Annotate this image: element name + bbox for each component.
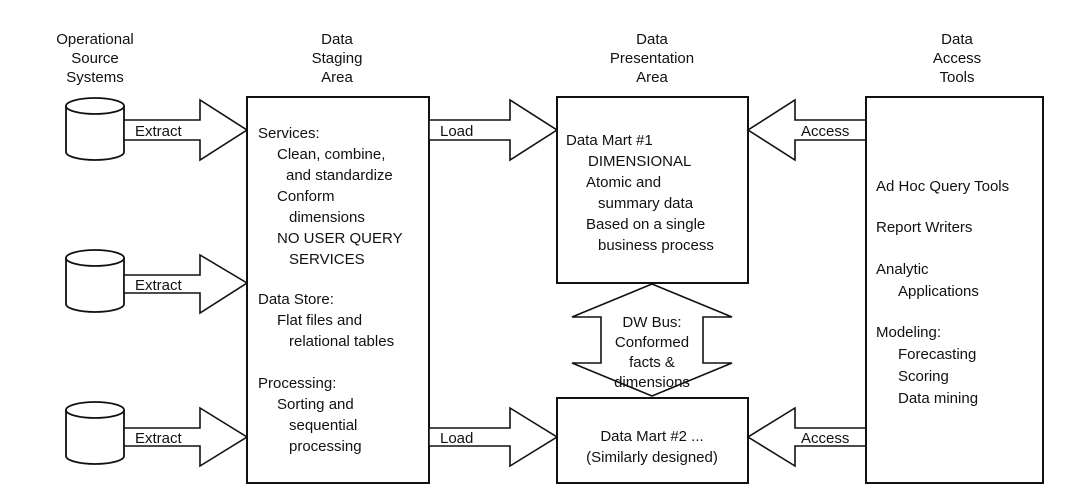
- mart1-line: Based on a single: [586, 216, 705, 233]
- staging-line: NO USER QUERY: [277, 230, 403, 247]
- staging-line: Clean, combine,: [277, 146, 385, 163]
- data-mart-1-box: [556, 96, 749, 284]
- staging-area-text: Services: Clean, combine, and standardiz…: [258, 125, 403, 455]
- staging-line: Processing:: [258, 375, 336, 392]
- bus-line: DW Bus:: [622, 314, 681, 331]
- bus-line: facts &: [629, 354, 675, 371]
- staging-line: sequential: [289, 417, 357, 434]
- bus-line: dimensions: [614, 374, 690, 391]
- access-tool-line: Modeling:: [876, 324, 941, 341]
- header-line: Data: [636, 31, 668, 48]
- header-data-staging-area: Data Staging Area: [312, 31, 363, 86]
- header-data-presentation-area: Data Presentation Area: [610, 31, 694, 86]
- load-arrow: Load: [428, 406, 559, 468]
- header-line: Presentation: [610, 50, 694, 67]
- header-data-access-tools: Data Access Tools: [933, 31, 981, 86]
- access-tool-line: Forecasting: [898, 346, 976, 363]
- data-mart-2-text: Data Mart #2 ... (Similarly designed): [586, 428, 718, 466]
- data-mart-1-text: Data Mart #1 DIMENSIONAL Atomic and summ…: [566, 132, 714, 254]
- load-label: Load: [440, 123, 473, 140]
- extract-arrow: Extract: [123, 98, 249, 162]
- header-line: Tools: [939, 69, 974, 86]
- mart1-line: summary data: [598, 195, 694, 212]
- header-line: Data: [941, 31, 973, 48]
- header-line: Staging: [312, 50, 363, 67]
- access-tool-line: Scoring: [898, 368, 949, 385]
- mart1-line: Atomic and: [586, 174, 661, 191]
- load-label: Load: [440, 430, 473, 447]
- access-tool-line: Analytic: [876, 261, 929, 278]
- staging-line: Conform: [277, 188, 335, 205]
- header-line: Data: [321, 31, 353, 48]
- mart1-line: business process: [598, 237, 714, 254]
- access-label: Access: [801, 123, 849, 140]
- database-cylinder-icon: [65, 249, 125, 313]
- staging-area-box: [246, 96, 430, 484]
- extract-arrow: Extract: [123, 253, 249, 315]
- header-line: Area: [636, 69, 668, 86]
- staging-line: processing: [289, 438, 362, 455]
- access-tool-line: Data mining: [898, 390, 978, 407]
- staging-line: Data Store:: [258, 291, 334, 308]
- staging-line: Sorting and: [277, 396, 354, 413]
- header-line: Operational: [56, 31, 134, 48]
- data-access-tools-box: [865, 96, 1044, 484]
- mart2-line: Data Mart #2 ...: [600, 428, 703, 445]
- header-line: Source: [71, 50, 119, 67]
- database-cylinder-icon: [65, 401, 125, 465]
- staging-line: dimensions: [289, 209, 365, 226]
- header-line: Access: [933, 50, 981, 67]
- load-arrow: Load: [428, 98, 559, 162]
- access-arrow: Access: [746, 406, 867, 468]
- mart1-line: DIMENSIONAL: [588, 153, 691, 170]
- data-mart-2-box: [556, 397, 749, 484]
- access-arrow: Access: [746, 98, 867, 162]
- extract-label: Extract: [135, 277, 183, 294]
- access-tool-line: Report Writers: [876, 219, 972, 236]
- mart1-line: Data Mart #1: [566, 132, 653, 149]
- dw-bus-double-arrow: DW Bus: Conformed facts & dimensions: [571, 283, 733, 397]
- extract-arrow: Extract: [123, 406, 249, 468]
- access-tool-line: Ad Hoc Query Tools: [876, 178, 1009, 195]
- access-tool-line: Applications: [898, 283, 979, 300]
- access-label: Access: [801, 430, 849, 447]
- staging-line: Flat files and: [277, 312, 362, 329]
- access-tools-text: Ad Hoc Query Tools Report Writers Analyt…: [876, 178, 1009, 407]
- staging-line: and standardize: [286, 167, 393, 184]
- database-cylinder-icon: [65, 97, 125, 161]
- mart2-line: (Similarly designed): [586, 449, 718, 466]
- header-operational-source-systems: Operational Source Systems: [56, 31, 134, 86]
- staging-line: SERVICES: [289, 251, 365, 268]
- extract-label: Extract: [135, 123, 183, 140]
- staging-line: Services:: [258, 125, 320, 142]
- extract-label: Extract: [135, 430, 183, 447]
- staging-line: relational tables: [289, 333, 394, 350]
- header-line: Area: [321, 69, 353, 86]
- header-line: Systems: [66, 69, 124, 86]
- bus-line: Conformed: [615, 334, 689, 351]
